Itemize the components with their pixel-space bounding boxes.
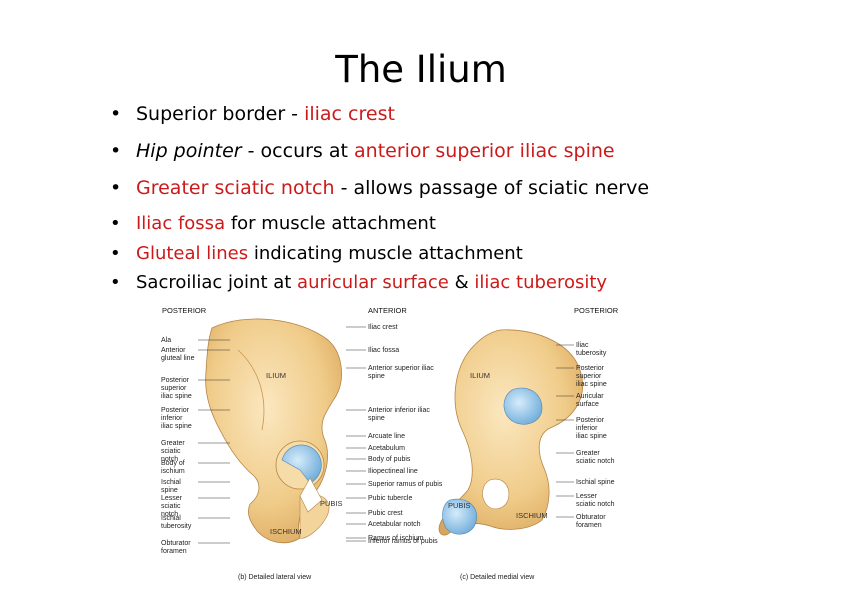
bullet-item: • Greater sciatic notch - allows passage … — [110, 177, 649, 199]
bullet-text: Superior border - — [136, 103, 305, 125]
caption-medial-view: (c) Detailed medial view — [460, 574, 535, 581]
bone-label-pubis-left: PUBIS — [320, 499, 343, 508]
bullet-text: Greater sciatic notch — [136, 177, 335, 199]
bullet-text: Hip pointer — [136, 140, 242, 162]
bullet-text: Iliac fossa — [136, 213, 226, 234]
anatomy-label: Pubic crest — [368, 510, 403, 517]
anatomy-label: Ischial spine — [576, 479, 615, 486]
bullet-dot: • — [110, 243, 121, 264]
bullet-text: - allows passage of sciatic nerve — [334, 177, 650, 199]
anatomy-label: Acetabulum — [368, 445, 405, 452]
bullet-text: - occurs at — [241, 140, 355, 162]
anatomy-label: Iliac fossa — [368, 347, 399, 354]
bullet-text: & — [448, 272, 475, 293]
lateral-view-bone — [205, 318, 342, 544]
header-anterior: ANTERIOR — [368, 306, 407, 315]
medial-view-bone — [438, 329, 584, 536]
bone-label-pubis-right: PUBIS — [448, 501, 471, 510]
bullet-text: auricular surface — [297, 272, 449, 293]
caption-lateral-view: (b) Detailed lateral view — [238, 574, 312, 581]
bullet-text: anterior superior iliac spine — [354, 140, 615, 162]
bullet-text: Gluteal lines — [136, 243, 249, 264]
bone-label-ilium-right: ILIUM — [470, 371, 490, 380]
anatomy-label: Acetabular notch — [368, 521, 421, 528]
header-posterior-left: POSTERIOR — [162, 306, 207, 315]
anatomy-label: Inferior ramus of pubis — [368, 538, 438, 545]
anatomy-label: Iliac crest — [368, 324, 398, 331]
bullet-item: • Gluteal lines indicating muscle attachm… — [110, 243, 523, 264]
bullet-item: • Hip pointer - occurs at anterior superi… — [110, 140, 615, 162]
bullet-item: • Superior border - iliac crest — [110, 103, 395, 125]
bone-label-ischium-right: ISCHIUM — [516, 511, 548, 520]
anatomy-label: Pubic tubercle — [368, 495, 412, 502]
anatomy-label: Body of pubis — [368, 456, 411, 463]
bullet-item: • Iliac fossa for muscle attachment — [110, 213, 436, 234]
ilium-anatomy-figure: POSTERIOR ANTERIOR POSTERIOR ILIUM PUBIS… — [161, 306, 619, 581]
bullet-dot: • — [110, 177, 122, 199]
anatomy-label: Arcuate line — [368, 433, 405, 440]
bullet-text: Sacroiliac joint at — [136, 272, 298, 293]
bullet-dot: • — [110, 272, 121, 293]
bullet-dot: • — [110, 140, 122, 162]
bullet-dot: • — [110, 103, 122, 125]
anatomy-label: Superior ramus of pubis — [368, 481, 443, 488]
bullet-text: iliac crest — [304, 103, 395, 125]
bone-label-ilium-left: ILIUM — [266, 371, 286, 380]
bullet-text: iliac tuberosity — [474, 272, 608, 293]
anatomy-label: Ala — [161, 337, 171, 344]
bullet-item: • Sacroiliac joint at auricular surface &… — [110, 272, 607, 293]
bullet-dot: • — [110, 213, 121, 234]
anatomy-label: Iliopectineal line — [368, 468, 418, 475]
bone-label-ischium-left: ISCHIUM — [270, 527, 302, 536]
slide-title: The Ilium — [335, 48, 507, 91]
header-posterior-right: POSTERIOR — [574, 306, 619, 315]
bullet-text: indicating muscle attachment — [248, 243, 523, 264]
anatomy-label: Ramus of ischium — [368, 535, 424, 542]
bullet-text: for muscle attachment — [225, 213, 436, 234]
